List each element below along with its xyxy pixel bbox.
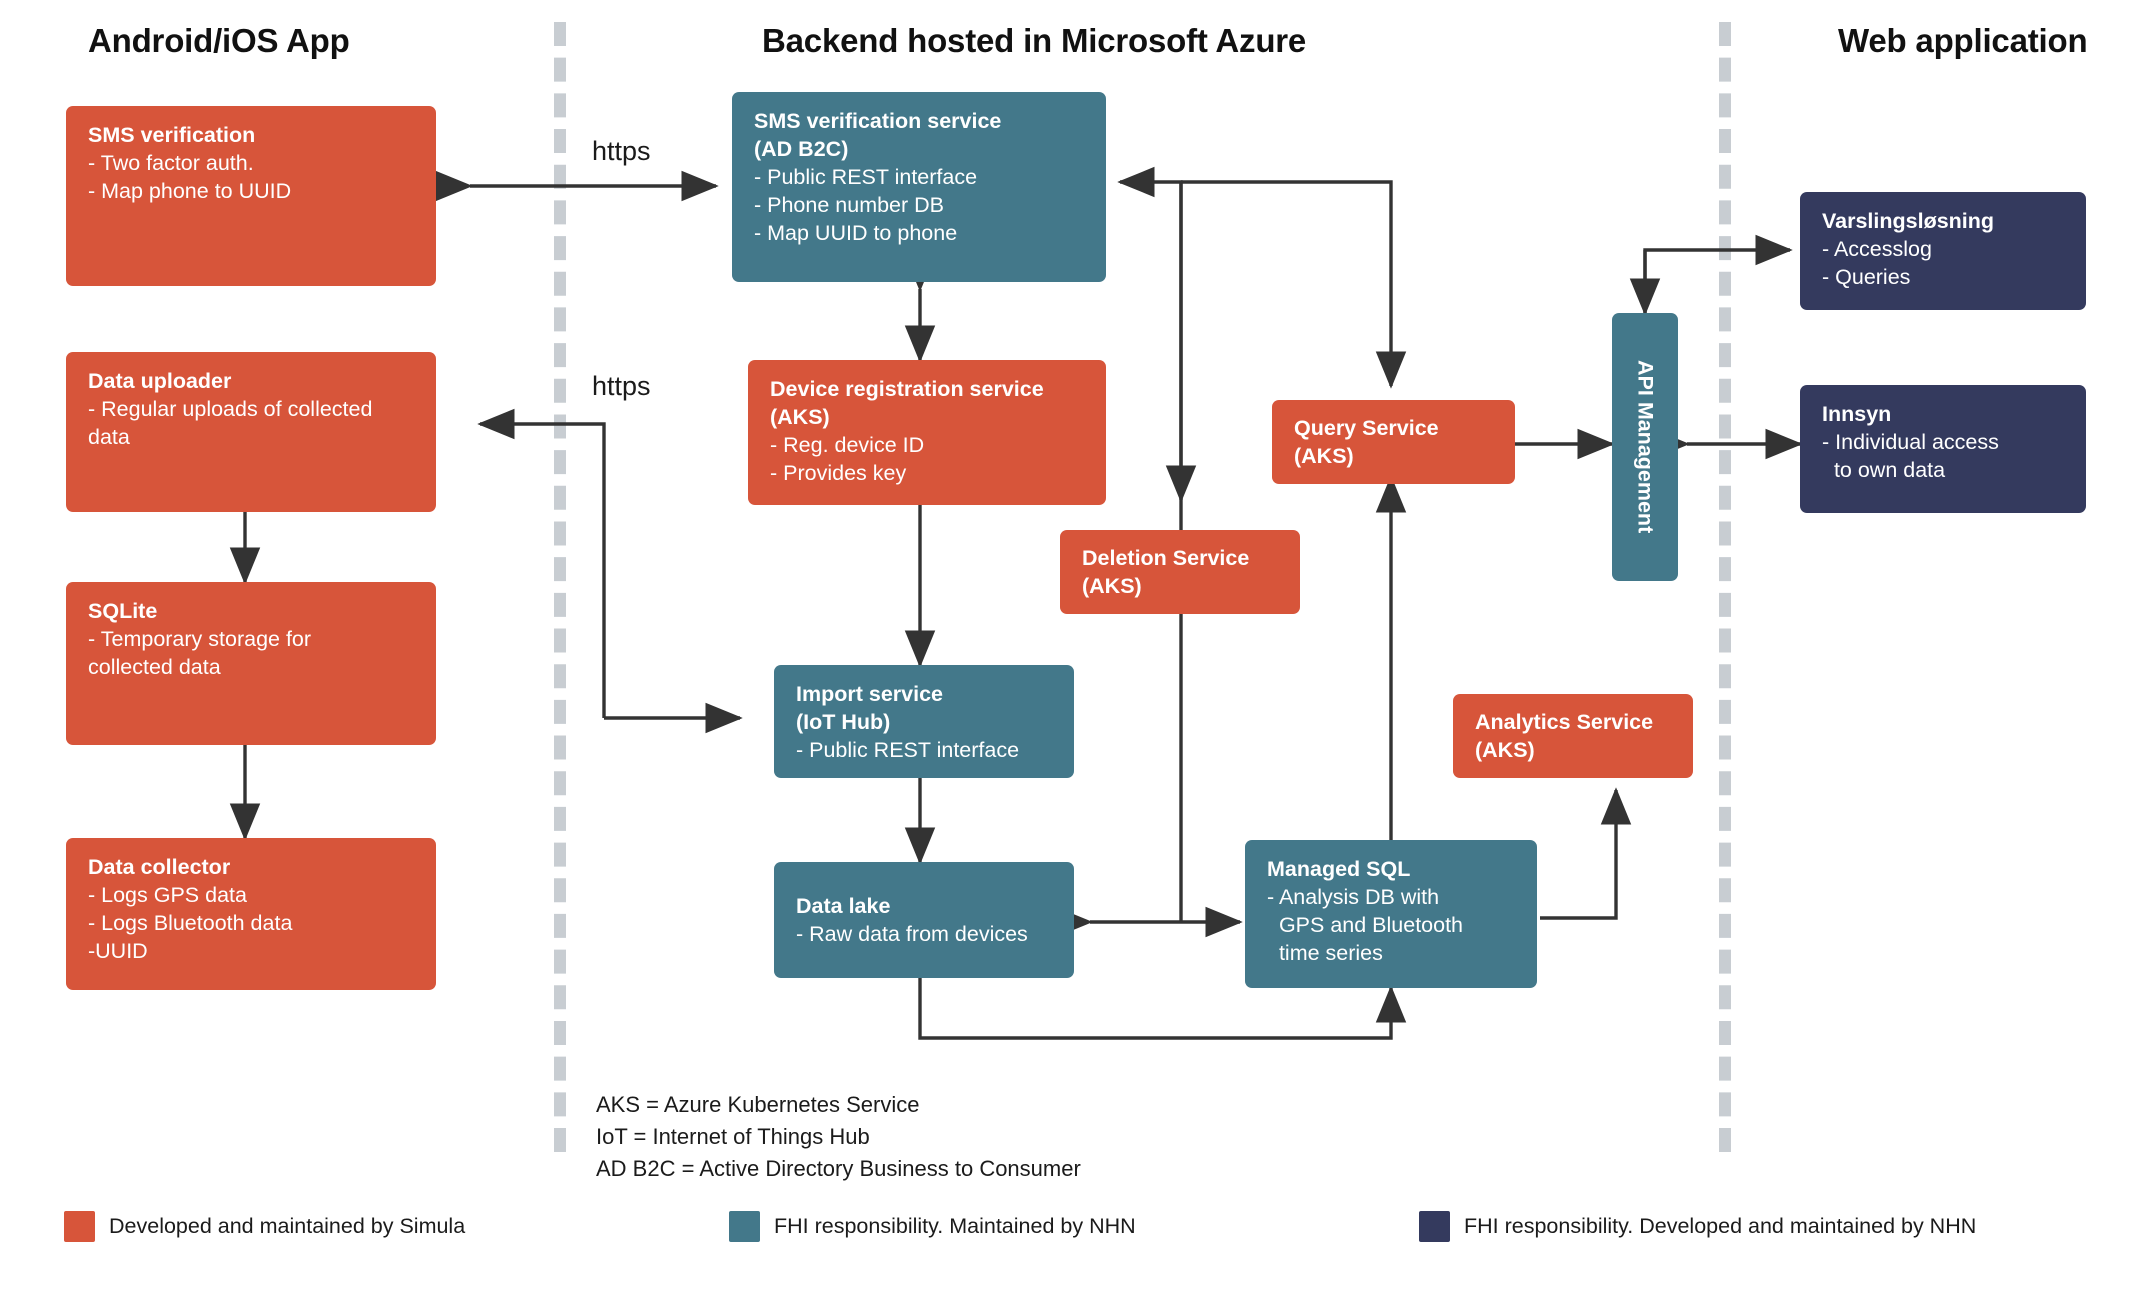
node-sms-verification[interactable]: SMS verification - Two factor auth. - Ma… <box>66 106 436 286</box>
footnote-aks: AKS = Azure Kubernetes Service <box>596 1092 920 1117</box>
node-query-service[interactable]: Query Service (AKS) <box>1272 400 1515 484</box>
legend-label: FHI responsibility. Developed and mainta… <box>1464 1214 1977 1238</box>
node-line: - Analysis DB with <box>1267 884 1440 909</box>
node-analytics-service[interactable]: Analytics Service (AKS) <box>1453 694 1693 778</box>
node-data-uploader[interactable]: Data uploader - Regular uploads of colle… <box>66 352 436 512</box>
legend-swatch-teal <box>729 1211 760 1242</box>
node-title: Query Service <box>1294 416 1439 441</box>
legend-item-nhn-maintained: FHI responsibility. Maintained by NHN <box>729 1211 1136 1242</box>
column-title-web: Web application <box>1838 22 2088 59</box>
node-line: - Regular uploads of collected <box>88 396 373 421</box>
node-line: - Accesslog <box>1822 236 1932 261</box>
node-title: Data collector <box>88 855 231 879</box>
node-subtitle: (AKS) <box>770 404 830 429</box>
node-line: - Two factor auth. <box>88 150 254 175</box>
legend-label: FHI responsibility. Maintained by NHN <box>774 1214 1136 1238</box>
abbreviation-footnotes: AKS = Azure Kubernetes Service IoT = Int… <box>596 1089 1081 1185</box>
column-title-backend: Backend hosted in Microsoft Azure <box>762 22 1307 59</box>
node-line: -UUID <box>88 938 148 963</box>
node-title: Data lake <box>796 894 891 919</box>
divider-backend-web <box>1719 22 1743 1152</box>
node-line: - Logs Bluetooth data <box>88 910 293 935</box>
node-varslingslosning[interactable]: Varslingsløsning - Accesslog - Queries <box>1800 192 2086 310</box>
node-line: - Raw data from devices <box>796 922 1028 946</box>
node-line: to own data <box>1822 457 1946 482</box>
column-title-app: Android/iOS App <box>88 22 350 59</box>
node-title: SMS verification <box>88 123 256 147</box>
legend-label: Developed and maintained by Simula <box>109 1214 466 1238</box>
node-sqlite[interactable]: SQLite - Temporary storage for collected… <box>66 582 436 745</box>
edge-label-https-mid: https <box>592 371 651 401</box>
node-title: SQLite <box>88 599 158 623</box>
legend-item-simula: Developed and maintained by Simula <box>64 1211 465 1242</box>
edge-label-https-top: https <box>592 136 651 166</box>
divider-app-backend <box>554 22 578 1152</box>
node-subtitle: (AKS) <box>1082 574 1142 598</box>
node-device-registration-service[interactable]: Device registration service (AKS) - Reg.… <box>748 360 1106 505</box>
legend-swatch-orange <box>64 1211 95 1242</box>
node-api-management[interactable]: API Management <box>1612 313 1678 581</box>
node-title: Import service <box>796 682 943 706</box>
node-title: Managed SQL <box>1267 857 1411 881</box>
node-line: - Logs GPS data <box>88 882 247 907</box>
node-sms-verification-service[interactable]: SMS verification service (AD B2C) - Publ… <box>732 92 1106 282</box>
node-subtitle: (IoT Hub) <box>796 709 891 734</box>
node-import-service[interactable]: Import service (IoT Hub) - Public REST i… <box>774 665 1074 778</box>
node-data-collector[interactable]: Data collector - Logs GPS data - Logs Bl… <box>66 838 436 990</box>
legend-swatch-navy <box>1419 1211 1450 1242</box>
node-title: API Management <box>1633 360 1658 534</box>
node-subtitle: (AKS) <box>1475 738 1535 762</box>
node-title: Analytics Service <box>1475 710 1654 735</box>
node-data-lake[interactable]: Data lake - Raw data from devices <box>774 862 1074 978</box>
node-line: - Map UUID to phone <box>754 220 958 245</box>
node-line: collected data <box>88 654 221 679</box>
node-line: - Public REST interface <box>796 737 1020 762</box>
node-title: Innsyn <box>1822 402 1892 426</box>
node-title: Data uploader <box>88 369 232 393</box>
node-line: - Queries <box>1822 264 1911 289</box>
node-title: Device registration service <box>770 377 1044 401</box>
legend-item-nhn-developed: FHI responsibility. Developed and mainta… <box>1419 1211 1976 1242</box>
node-managed-sql[interactable]: Managed SQL - Analysis DB with GPS and B… <box>1245 840 1537 988</box>
node-title: Varslingsløsning <box>1822 209 1995 233</box>
footnote-iot: IoT = Internet of Things Hub <box>596 1123 870 1149</box>
node-subtitle: (AKS) <box>1294 444 1354 468</box>
node-line: time series <box>1267 940 1383 965</box>
node-line: - Provides key <box>770 460 907 485</box>
node-subtitle: (AD B2C) <box>754 136 849 161</box>
node-innsyn[interactable]: Innsyn - Individual access to own data <box>1800 385 2086 513</box>
node-line: - Phone number DB <box>754 192 945 217</box>
node-title: SMS verification service <box>754 109 1002 133</box>
node-line: - Public REST interface <box>754 164 978 189</box>
node-line: - Temporary storage for <box>88 626 312 651</box>
node-line: GPS and Bluetooth <box>1267 912 1464 937</box>
node-line: - Map phone to UUID <box>88 178 292 203</box>
node-deletion-service[interactable]: Deletion Service (AKS) <box>1060 530 1300 614</box>
node-line: data <box>88 424 130 449</box>
node-line: - Individual access <box>1822 429 1999 454</box>
footnote-adb2c: AD B2C = Active Directory Business to Co… <box>596 1155 1081 1181</box>
node-title: Deletion Service <box>1082 546 1250 571</box>
node-line: - Reg. device ID <box>770 432 925 457</box>
